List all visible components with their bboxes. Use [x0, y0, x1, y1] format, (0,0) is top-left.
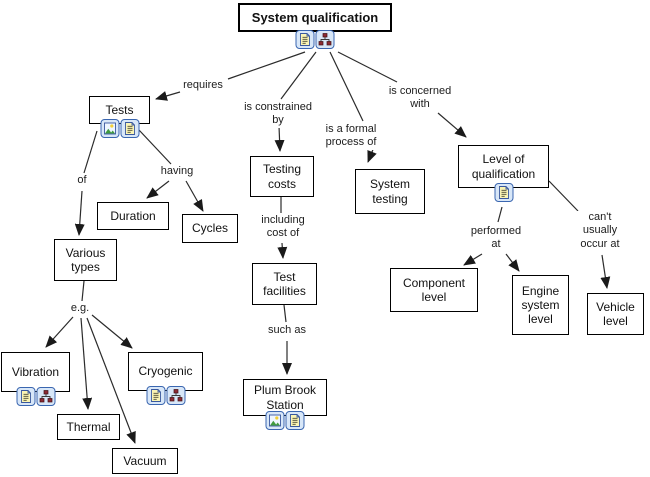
- resource-icons: [266, 411, 305, 430]
- edge-label-requires[interactable]: requires: [183, 79, 223, 93]
- node-label: Thermal: [66, 419, 111, 434]
- edge-label-having[interactable]: having: [160, 165, 194, 179]
- node-vacuum[interactable]: Vacuum: [112, 448, 178, 474]
- node-label: Various types: [65, 245, 106, 274]
- node-label: Level of qualification: [471, 152, 536, 181]
- arrow-cant-to-vehicle: [600, 254, 611, 289]
- edge-label-is-constrained-by[interactable]: is constrained by: [238, 101, 318, 128]
- hierarchy-icon[interactable]: [166, 386, 185, 405]
- edge-label-cant-usually-occur-at[interactable]: can't usually occur at: [575, 211, 625, 252]
- document-icon[interactable]: [296, 30, 315, 49]
- arrow-eg-to-thermal: [80, 317, 93, 410]
- arrow-performed-to-engine: [505, 253, 520, 272]
- node-various-types[interactable]: Various types: [54, 239, 117, 281]
- node-vibration[interactable]: Vibration: [1, 352, 70, 392]
- arrow-of-to-various-types: [74, 190, 85, 236]
- line-root-to-requires: [227, 51, 306, 80]
- node-label: Testing costs: [262, 162, 302, 191]
- node-label: Plum Brook Station: [253, 383, 317, 412]
- line-facilities-to-suchas: [283, 304, 287, 323]
- arrow-including-to-facilities: [277, 242, 288, 259]
- image-icon[interactable]: [100, 119, 119, 138]
- arrow-performed-to-component: [463, 253, 483, 266]
- node-label: Vacuum: [123, 453, 167, 468]
- arrow-requires-to-tests: [155, 91, 181, 101]
- edge-label-including-cost-of[interactable]: including cost of: [253, 214, 313, 241]
- node-label: Cycles: [191, 221, 228, 236]
- node-label: Duration: [110, 208, 156, 223]
- node-label: Vibration: [11, 364, 60, 379]
- line-level-to-performed: [497, 206, 503, 223]
- edge-label-such-as[interactable]: such as: [268, 324, 306, 338]
- document-icon[interactable]: [494, 183, 513, 202]
- arrow-having-to-duration: [146, 180, 170, 199]
- edge-label-performed-at[interactable]: performed at: [465, 225, 527, 252]
- node-label: Component level: [402, 275, 466, 304]
- resource-icons: [494, 183, 513, 202]
- image-icon[interactable]: [266, 411, 285, 430]
- hierarchy-icon[interactable]: [316, 30, 335, 49]
- line-various-to-eg: [81, 280, 85, 302]
- node-testing-costs[interactable]: Testing costs: [250, 156, 314, 197]
- line-root-to-concerned: [337, 51, 398, 83]
- node-engine-system-level[interactable]: Engine system level: [512, 275, 569, 335]
- node-label: Tests: [105, 102, 134, 117]
- resource-icons: [100, 119, 139, 138]
- node-label: Cryogenic: [138, 364, 193, 379]
- node-cryogenic[interactable]: Cryogenic: [128, 352, 203, 391]
- hierarchy-icon[interactable]: [36, 387, 55, 406]
- node-component-level[interactable]: Component level: [390, 268, 478, 312]
- node-plum-brook-station[interactable]: Plum Brook Station: [243, 379, 327, 416]
- line-root-to-formal: [329, 51, 364, 122]
- resource-icons: [146, 386, 185, 405]
- arrow-eg-to-cryogenic: [91, 314, 133, 349]
- line-level-to-cant: [548, 180, 579, 212]
- edge-label-is-concerned-with[interactable]: is concerned with: [381, 85, 459, 112]
- arrow-eg-to-vacuum: [86, 317, 136, 444]
- node-label: Vehicle level: [596, 299, 635, 328]
- resource-icons: [16, 387, 55, 406]
- node-vehicle-level[interactable]: Vehicle level: [587, 293, 644, 335]
- node-label: System testing: [369, 177, 410, 206]
- arrow-to-level-of-qualification: [437, 112, 467, 138]
- edge-label-is-a-formal-process-of[interactable]: is a formal process of: [314, 123, 388, 150]
- node-label: System qualification: [251, 9, 379, 25]
- arrow-having-to-cycles: [185, 180, 204, 212]
- node-test-facilities[interactable]: Test facilities: [252, 263, 317, 305]
- document-icon[interactable]: [146, 386, 165, 405]
- document-icon[interactable]: [16, 387, 35, 406]
- document-icon[interactable]: [120, 119, 139, 138]
- node-duration[interactable]: Duration: [97, 202, 169, 230]
- line-root-to-constrained: [280, 51, 317, 100]
- edge-label-of[interactable]: of: [77, 174, 87, 188]
- resource-icons: [296, 30, 335, 49]
- node-level-of-qualification[interactable]: Level of qualification: [458, 145, 549, 188]
- edge-label-eg[interactable]: e.g.: [70, 302, 90, 316]
- node-tests[interactable]: Tests: [89, 96, 150, 124]
- arrow-to-testing-costs: [274, 125, 285, 152]
- arrow-eg-to-vibration: [45, 316, 74, 348]
- node-thermal[interactable]: Thermal: [57, 414, 120, 440]
- node-cycles[interactable]: Cycles: [182, 214, 238, 243]
- line-tests-to-having: [138, 129, 172, 165]
- node-label: Test facilities: [263, 269, 306, 298]
- line-tests-to-of: [83, 130, 98, 174]
- document-icon[interactable]: [286, 411, 305, 430]
- node-system-testing[interactable]: System testing: [355, 169, 425, 214]
- node-system-qualification[interactable]: System qualification: [238, 3, 392, 32]
- node-label: Engine system level: [521, 283, 560, 327]
